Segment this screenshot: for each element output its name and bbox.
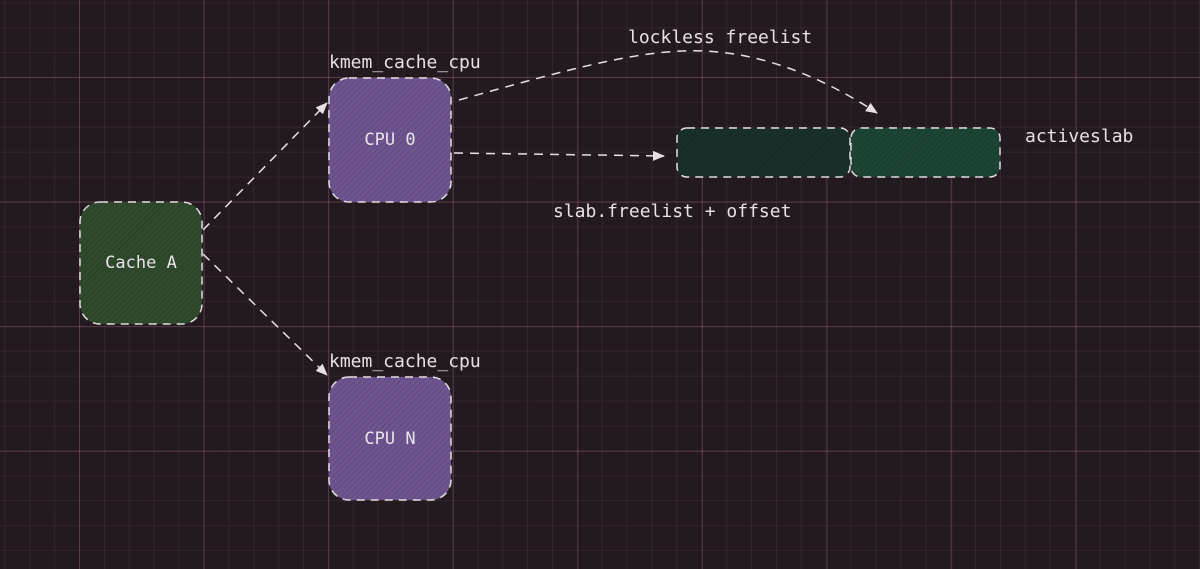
cpu-0-node[interactable]	[328, 77, 452, 203]
arrow-lockless-freelist	[458, 49, 878, 114]
arrow-cache-to-cpu0	[202, 102, 328, 231]
kmem-cache-cpu-label-bottom: kmem_cache_cpu	[329, 351, 481, 372]
activeslab-label: activeslab	[1025, 126, 1134, 147]
kmem-cache-cpu-label-top: kmem_cache_cpu	[329, 52, 481, 73]
arrow-cpu0-to-slab	[453, 150, 665, 161]
arrow-cache-to-cpun	[202, 253, 328, 376]
cpu-n-node[interactable]	[328, 376, 452, 501]
lockless-freelist-label: lockless freelist	[628, 27, 813, 48]
slab-block-left[interactable]	[676, 127, 851, 178]
slab-freelist-offset-label: slab.freelist + offset	[553, 201, 792, 222]
slab-block-active[interactable]	[850, 127, 1001, 178]
cache-a-node[interactable]	[79, 201, 203, 325]
